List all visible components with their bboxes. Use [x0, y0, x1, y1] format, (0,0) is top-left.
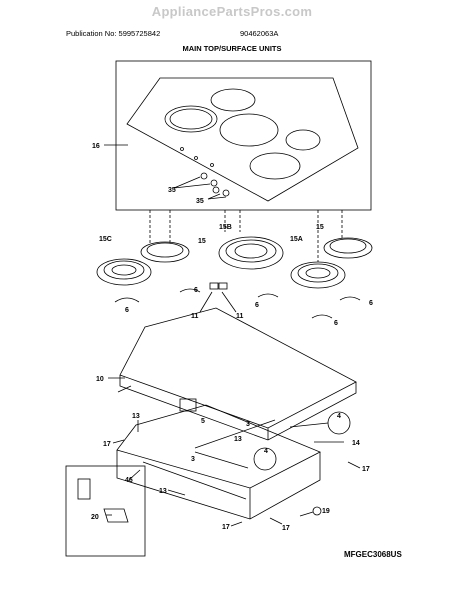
callout-6b: 6 — [194, 287, 198, 294]
callout-17b: 17 — [222, 524, 230, 531]
callout-35a: 35 — [168, 187, 176, 194]
callout-6d: 6 — [369, 300, 373, 307]
callout-13b: 13 — [234, 436, 242, 443]
callout-15-right: 15 — [316, 224, 324, 231]
glass-top — [126, 77, 359, 202]
callout-19: 19 — [322, 508, 330, 515]
callout-17c: 17 — [282, 525, 290, 532]
diagram-code: 90462063A — [240, 29, 279, 38]
callout-15b: 15B — [219, 224, 232, 231]
callout-11a: 11 — [191, 313, 199, 320]
callout-15-left: 15 — [198, 238, 206, 245]
rail-3b — [194, 419, 276, 449]
bracket-6e — [311, 314, 333, 319]
callout-15c: 15C — [99, 236, 112, 243]
main-tray — [119, 307, 357, 429]
part-20-bracket — [77, 478, 91, 500]
cooktop-frame — [115, 60, 372, 211]
burner-ring-right — [285, 129, 321, 151]
rail-3a — [194, 451, 249, 469]
switch-11b — [218, 282, 228, 290]
part-19 — [312, 506, 322, 516]
callout-4b: 4 — [337, 413, 341, 420]
callout-15a: 15A — [290, 236, 303, 243]
detail-4a — [253, 447, 277, 471]
callout-35b: 35 — [196, 198, 204, 205]
publication-number: Publication No: 5995725842 — [66, 29, 161, 38]
knob-seal-a — [200, 172, 208, 180]
callout-46: 46 — [125, 477, 133, 484]
callout-13c: 13 — [159, 488, 167, 495]
surface-unit-15-right — [323, 237, 373, 259]
surface-unit-15a — [290, 261, 346, 289]
lower-chassis — [116, 404, 321, 489]
switch-11a — [209, 282, 219, 290]
callout-5: 5 — [201, 418, 205, 425]
model-code: MFGEC3068US — [344, 550, 402, 559]
burner-ring-center — [219, 113, 279, 147]
bracket-6d — [339, 296, 361, 301]
bracket-6c — [257, 293, 279, 298]
callout-11b: 11 — [236, 313, 244, 320]
callout-17a: 17 — [103, 441, 111, 448]
callout-6e: 6 — [334, 320, 338, 327]
inset-box-46 — [65, 465, 146, 557]
diagram-title: MAIN TOP/SURFACE UNITS — [182, 44, 282, 53]
burner-ring-left — [164, 105, 218, 133]
bracket-6b — [179, 288, 201, 293]
callout-6a: 6 — [125, 307, 129, 314]
burner-ring-rear — [210, 88, 256, 112]
surface-unit-15c — [96, 258, 152, 286]
callout-3b: 3 — [191, 456, 195, 463]
callout-6c: 6 — [255, 302, 259, 309]
callout-10: 10 — [96, 376, 104, 383]
callout-17d: 17 — [362, 466, 370, 473]
bracket-6a — [114, 297, 140, 303]
surface-unit-15b — [218, 236, 284, 270]
callout-14: 14 — [352, 440, 360, 447]
callout-16: 16 — [92, 143, 100, 150]
callout-4a: 4 — [264, 448, 268, 455]
watermark: AppliancePartsPros.com — [151, 4, 313, 19]
callout-13a: 13 — [132, 413, 140, 420]
bracket-5 — [179, 398, 197, 412]
surface-unit-15-left — [140, 241, 190, 263]
burner-ring-front — [249, 152, 301, 180]
callout-3a: 3 — [246, 421, 250, 428]
knob-seal-b — [222, 189, 230, 197]
callout-20: 20 — [91, 514, 99, 521]
